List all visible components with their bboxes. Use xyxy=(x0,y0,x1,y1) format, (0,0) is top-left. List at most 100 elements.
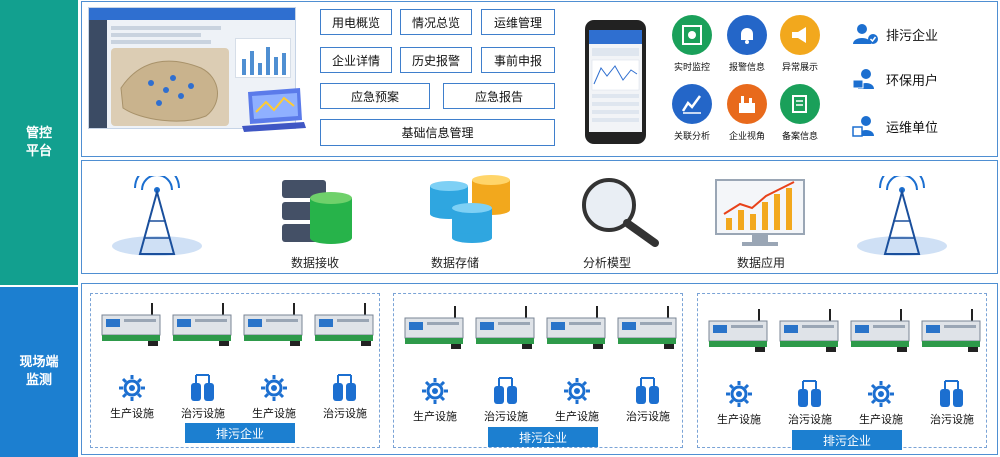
server-database-icon xyxy=(282,180,352,244)
treatment-tank-icon xyxy=(491,376,521,406)
production-facility-label: 生产设施 xyxy=(252,407,296,420)
dashboard-screenshot xyxy=(88,7,296,129)
base-info-management-button[interactable]: 基础信息管理 xyxy=(320,119,555,146)
monitoring-device xyxy=(920,309,984,353)
user-settings-icon xyxy=(852,116,874,137)
treatment-tank-icon xyxy=(937,379,967,409)
data-application-label: 数据应用 xyxy=(736,256,785,270)
treatment-facility-label: 治污设施 xyxy=(181,407,225,420)
app-label: 异常展示 xyxy=(781,63,818,73)
monitoring-device xyxy=(616,306,680,350)
situation-overview-button[interactable]: 情况总览 xyxy=(400,9,472,35)
production-gear-icon xyxy=(259,373,289,403)
treatment-facility-label: 治污设施 xyxy=(788,413,832,426)
treatment-facility-label: 治污设施 xyxy=(484,410,528,423)
production-gear-icon xyxy=(117,373,147,403)
data-storage-label: 数据存储 xyxy=(430,256,479,270)
analysis-model-label: 分析模型 xyxy=(582,256,631,270)
production-facility-label: 生产设施 xyxy=(555,410,599,423)
production-gear-icon xyxy=(866,379,896,409)
user-label: 排污企业 xyxy=(886,28,939,44)
emergency-report-button[interactable]: 应急报告 xyxy=(443,83,555,109)
monitoring-device xyxy=(707,309,771,353)
app-label: 实时监控 xyxy=(673,63,710,73)
enterprise-label-bar: 排污企业 xyxy=(185,423,295,443)
app-alarm-info[interactable]: 报警信息 xyxy=(724,15,770,73)
data-application-icon xyxy=(715,179,805,246)
user-card-icon xyxy=(852,69,874,89)
signal-tower-icon xyxy=(112,176,202,256)
chart-thumbnail xyxy=(235,38,291,78)
map-thumbnail xyxy=(111,48,229,126)
treatment-tank-icon xyxy=(795,379,825,409)
monitor-icon xyxy=(672,15,712,55)
monitoring-device xyxy=(849,309,913,353)
production-facility-label: 生产设施 xyxy=(717,413,761,426)
production-gear-icon xyxy=(420,376,450,406)
trend-chart-icon xyxy=(672,84,712,124)
monitoring-device xyxy=(313,303,377,347)
factory-icon xyxy=(727,84,767,124)
app-correlation-analysis[interactable]: 关联分析 xyxy=(669,84,715,142)
monitoring-device xyxy=(100,303,164,347)
data-storage-icon xyxy=(430,175,510,243)
production-facility-label: 生产设施 xyxy=(859,413,903,426)
sidebar-control-platform: 管控平台 xyxy=(0,0,78,285)
data-layer-panel xyxy=(81,160,998,274)
sidebar-label: 管控 xyxy=(25,125,52,141)
om-management-button[interactable]: 运维管理 xyxy=(481,9,555,35)
sidebar-label: 平台 xyxy=(25,143,52,159)
monitoring-device xyxy=(242,303,306,347)
enterprise-detail-button[interactable]: 企业详情 xyxy=(320,47,392,73)
enterprise-label-bar: 排污企业 xyxy=(488,427,598,447)
sidebar-label: 现场端 xyxy=(19,355,59,370)
enterprise-label-bar: 排污企业 xyxy=(792,430,902,450)
alarm-history-button[interactable]: 历史报警 xyxy=(400,47,472,73)
user-label: 环保用户 xyxy=(886,73,939,89)
monitoring-device xyxy=(474,306,538,350)
enterprise-group xyxy=(393,293,683,448)
app-enterprise-view[interactable]: 企业视角 xyxy=(724,84,770,142)
treatment-facility-label: 治污设施 xyxy=(323,407,367,420)
app-realtime-monitor[interactable]: 实时监控 xyxy=(669,15,715,73)
monitoring-device xyxy=(778,309,842,353)
production-gear-icon xyxy=(724,379,754,409)
treatment-tank-icon xyxy=(330,373,360,403)
treatment-facility-label: 治污设施 xyxy=(626,410,670,423)
signal-tower-icon xyxy=(857,176,947,256)
sidebar-field-monitoring: 现场端监测 xyxy=(0,287,78,457)
monitoring-device xyxy=(545,306,609,350)
user-environmental: 环保用户 xyxy=(852,68,938,90)
enterprise-group xyxy=(90,293,380,448)
magnifier-icon xyxy=(582,178,659,247)
treatment-tank-icon xyxy=(633,376,663,406)
edit-document-icon xyxy=(780,84,820,124)
monitoring-device xyxy=(171,303,235,347)
app-label: 报警信息 xyxy=(728,63,765,73)
data-receive-label: 数据接收 xyxy=(290,256,339,270)
user-check-icon xyxy=(853,24,878,44)
production-gear-icon xyxy=(562,376,592,406)
app-anomaly-display[interactable]: 异常展示 xyxy=(777,15,823,73)
emergency-plan-button[interactable]: 应急预案 xyxy=(320,83,430,109)
megaphone-icon xyxy=(780,15,820,55)
user-label: 运维单位 xyxy=(886,120,939,136)
app-label: 备案信息 xyxy=(781,132,818,142)
app-label: 企业视角 xyxy=(728,132,765,142)
bell-icon xyxy=(727,15,767,55)
treatment-tank-icon xyxy=(188,373,218,403)
pre-declaration-button[interactable]: 事前申报 xyxy=(481,47,555,73)
sidebar-label: 监测 xyxy=(25,373,52,388)
user-om-unit: 运维单位 xyxy=(852,115,938,137)
overview-power-button[interactable]: 用电概览 xyxy=(320,9,392,35)
production-facility-label: 生产设施 xyxy=(110,407,154,420)
user-polluting-enterprise: 排污企业 xyxy=(852,23,938,45)
treatment-facility-label: 治污设施 xyxy=(930,413,974,426)
production-facility-label: 生产设施 xyxy=(413,410,457,423)
phone-screen xyxy=(589,30,642,132)
app-filing-info[interactable]: 备案信息 xyxy=(777,84,823,142)
laptop-illustration xyxy=(242,88,306,132)
app-label: 关联分析 xyxy=(673,132,710,142)
mobile-phone xyxy=(585,20,646,144)
